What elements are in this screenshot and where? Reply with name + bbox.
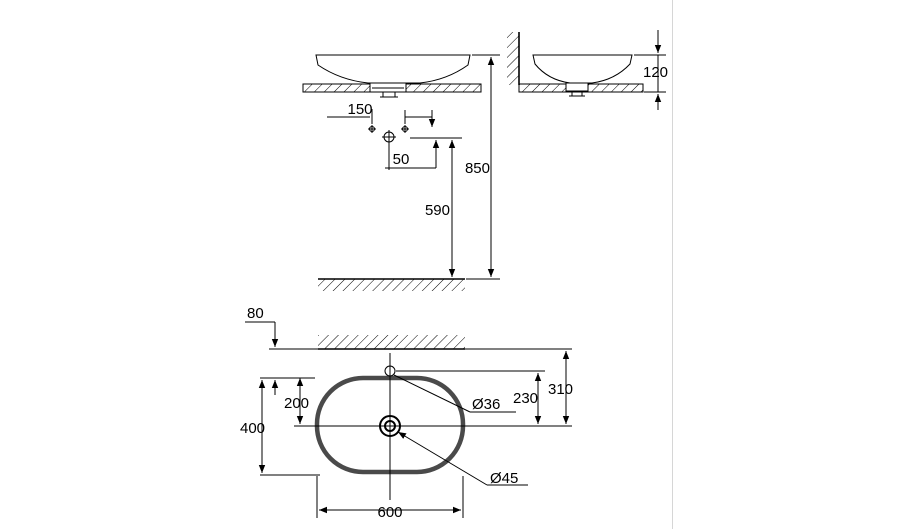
- dim-label-waste-diameter: Ø45: [490, 470, 518, 487]
- basin-side-profile-2: [532, 54, 633, 84]
- front-elevation: 850 590: [302, 54, 500, 291]
- dim-label-floor-to-top: 850: [465, 160, 490, 177]
- wall-hatch: [507, 32, 519, 85]
- dim-label-waste-offset: 50: [393, 151, 410, 168]
- leader-tap-hole: [393, 374, 471, 413]
- tap-hole: [384, 365, 396, 377]
- valve-left-symbol: [368, 125, 376, 133]
- dim-label-overall-depth: 400: [240, 420, 265, 437]
- plan-view: 80 200 400 600 310 230 Ø36: [240, 305, 573, 521]
- waste-outlet-symbol: [382, 130, 396, 144]
- dim-label-310: 310: [548, 381, 573, 398]
- dim-label-floor-to-waste: 590: [425, 202, 450, 219]
- side-waste-fitting: [565, 82, 589, 92]
- dim-label-tap-hole-diameter: Ø36: [472, 396, 500, 413]
- side-elevation: 120: [507, 30, 668, 110]
- panel-divider: [672, 0, 673, 529]
- waste-outer: [379, 415, 401, 437]
- floor-hatch: [318, 279, 465, 291]
- dim-label-supply-offset: 150: [347, 101, 372, 118]
- basin-side-profile: [315, 54, 471, 84]
- valve-right-symbol: [401, 125, 409, 133]
- leader-waste: [397, 431, 488, 486]
- dim-label-wall-gap: 80: [247, 305, 264, 322]
- dim-label-basin-height: 120: [643, 64, 668, 81]
- dim-label-depth-to-waste: 200: [284, 395, 309, 412]
- dim-label-230: 230: [513, 390, 538, 407]
- waste-inner: [384, 420, 396, 432]
- plan-wall-hatch: [318, 335, 465, 349]
- dim-label-overall-width: 600: [377, 504, 402, 521]
